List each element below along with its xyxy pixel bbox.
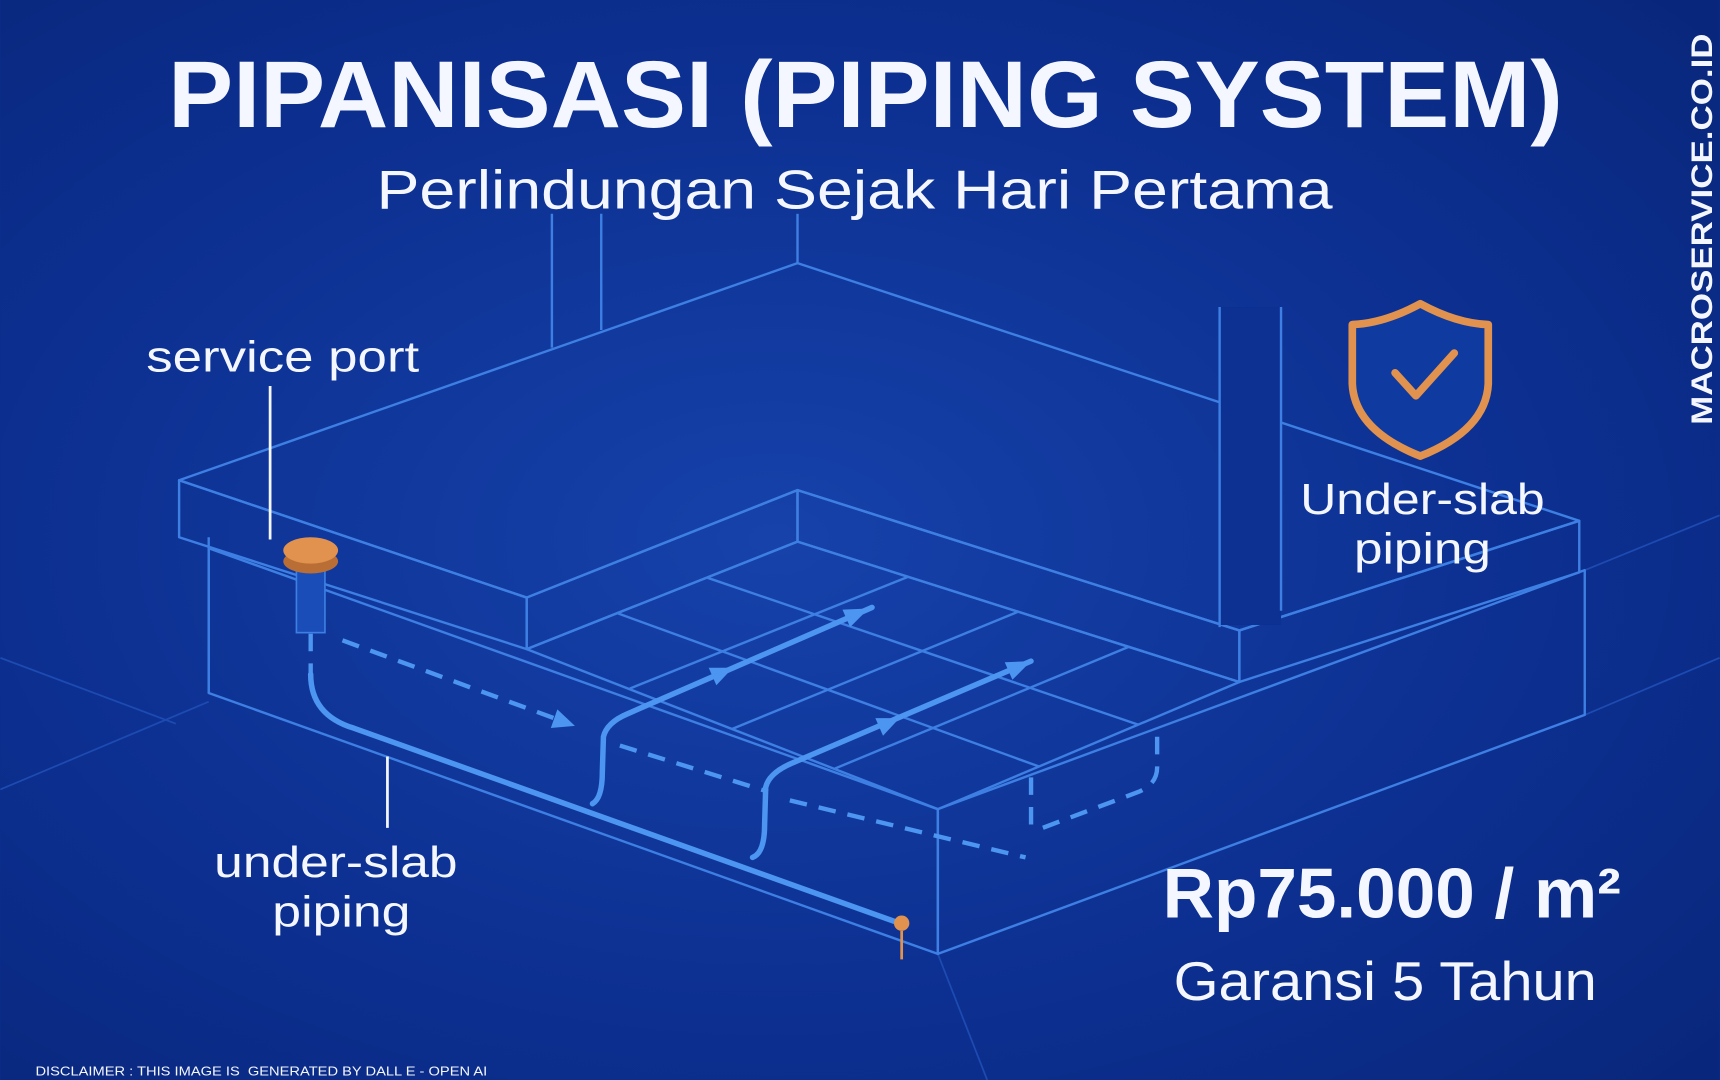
service-port-label: service port: [146, 333, 419, 382]
hidden-pipe-segment: [1039, 736, 1160, 831]
under-slab-label-line2: piping: [272, 887, 410, 936]
bg-line: [1584, 657, 1720, 716]
bg-line: [1584, 514, 1720, 571]
bg-line: [937, 953, 989, 1080]
flow-arrow-icon: [1004, 661, 1032, 680]
flow-arrow-icon: [708, 667, 733, 686]
riser-pipe: [749, 658, 1034, 861]
grid-line: [834, 645, 1130, 770]
visible-piping: [307, 604, 1034, 960]
badge-label-line1: Under-slab: [1300, 475, 1545, 524]
flow-arrow-icon: [842, 608, 869, 628]
upper-slab: [177, 261, 1581, 693]
shield-check-icon: [1348, 299, 1493, 460]
service-port: [283, 537, 339, 634]
branch-pipe-dashed: [341, 638, 555, 721]
structure-posts: [550, 213, 1283, 628]
flow-arrow-icon: [550, 709, 575, 729]
foundation-right-face: [936, 568, 1586, 956]
bg-line: [0, 700, 210, 791]
pipe-end-cap: [893, 915, 910, 931]
hidden-piping: [308, 633, 1160, 860]
background-structure-lines: [0, 514, 1720, 1080]
bg-line: [0, 657, 177, 725]
checkmark-icon: [1391, 349, 1459, 400]
disclaimer-text: DISCLAIMER : THIS IMAGE IS GENERATED BY …: [35, 1064, 487, 1079]
watermark-text: MACROSERVICE.CO.ID: [1686, 33, 1719, 424]
flow-arrow-icon: [875, 718, 900, 736]
shield-check-badge: Under-slab piping: [1300, 299, 1545, 574]
page-title: PIPANISASI (PIPING SYSTEM): [168, 42, 1563, 147]
badge-label-line2: piping: [1354, 525, 1491, 574]
slab-right-face: [1238, 519, 1581, 684]
grid-line: [629, 575, 909, 690]
grid-line: [731, 610, 1019, 731]
price-text: Rp75.000 / m²: [1163, 854, 1621, 933]
warranty-text: Garansi 5 Tahun: [1174, 950, 1597, 1012]
page-subtitle: Perlindungan Sejak Hari Pertama: [376, 158, 1333, 220]
hidden-pipe-segment: [789, 798, 1027, 860]
hidden-pipe-segment: [619, 743, 769, 794]
under-slab-label-line1: under-slab: [214, 838, 457, 887]
main-supply-pipe: [307, 671, 903, 926]
riser-pipe: [589, 604, 875, 807]
right-column: [1219, 307, 1282, 625]
service-port-cap-icon: [283, 537, 339, 564]
